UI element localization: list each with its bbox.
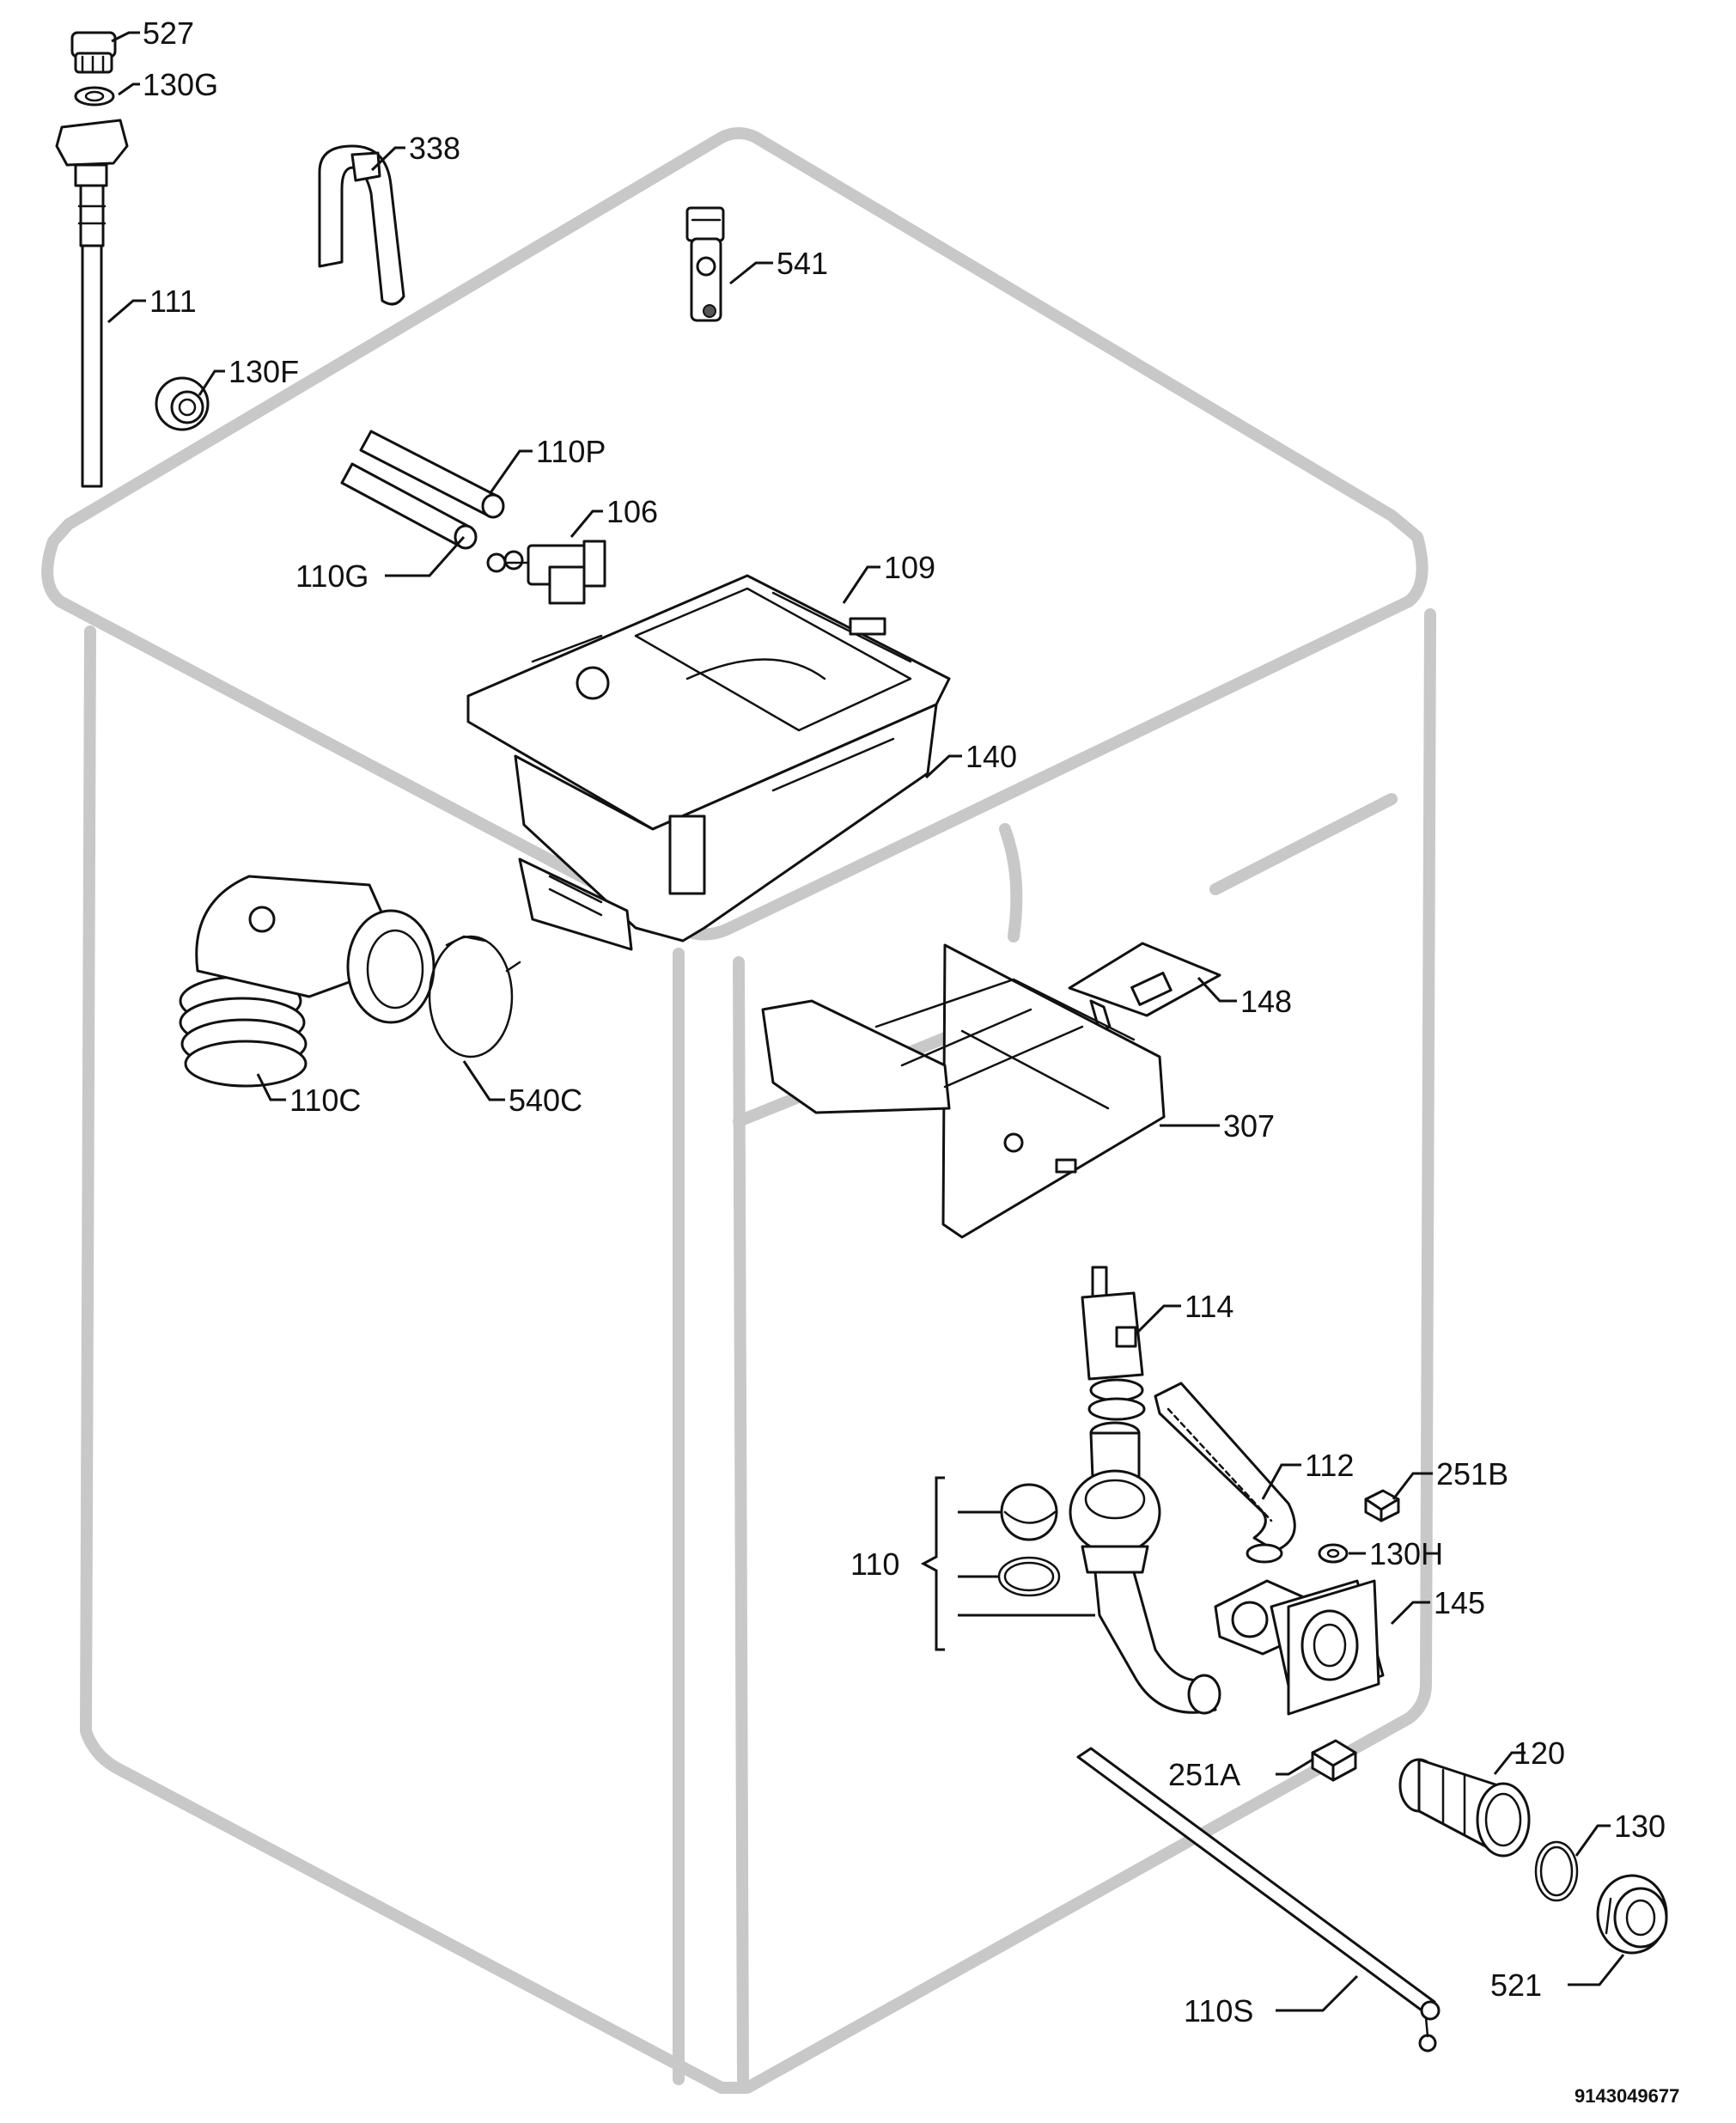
part-106-valve: [486, 540, 606, 605]
part-110C-bellows: [179, 875, 436, 1088]
part-120-filter: [1398, 1758, 1531, 1858]
part-338-hose-guide: [318, 144, 405, 306]
part-110-ball: [1000, 1483, 1058, 1541]
label-338: 338: [409, 131, 460, 166]
part-112-hose: [1154, 1382, 1296, 1564]
label-112: 112: [1305, 1448, 1354, 1483]
part-251B-clip: [1364, 1489, 1400, 1522]
label-130H: 130H: [1369, 1536, 1443, 1571]
label-114: 114: [1185, 1289, 1233, 1324]
label-130: 130: [1614, 1809, 1666, 1844]
label-110: 110: [850, 1546, 899, 1582]
label-110P: 110P: [536, 434, 606, 469]
document-number: 9143049677: [1575, 2085, 1679, 2107]
part-145-pump: [1214, 1579, 1385, 1716]
part-110P-hose: [359, 430, 505, 519]
label-110S: 110S: [1184, 1993, 1253, 2028]
part-251A-clip: [1311, 1739, 1357, 1782]
label-148: 148: [1240, 984, 1292, 1019]
part-307-drawer: [761, 943, 1166, 1239]
label-130G: 130G: [143, 67, 218, 102]
label-540C: 540C: [509, 1083, 582, 1118]
part-130G-seal: [74, 86, 115, 107]
part-527-connector: [70, 31, 117, 74]
label-111: 111: [149, 284, 197, 319]
label-251A: 251A: [1168, 1757, 1240, 1792]
label-145: 145: [1434, 1585, 1485, 1620]
label-307: 307: [1223, 1108, 1275, 1144]
part-140-dispenser-housing: [514, 703, 938, 951]
label-541: 541: [777, 246, 828, 281]
label-130F: 130F: [228, 354, 299, 389]
label-110C: 110C: [289, 1083, 361, 1118]
part-130F-nut: [155, 376, 210, 431]
label-521: 521: [1490, 1967, 1542, 2003]
part-111-inlet-hose: [55, 119, 129, 488]
leader-lines: [107, 31, 1625, 2012]
part-521-knob: [1596, 1874, 1668, 1955]
label-106: 106: [606, 494, 658, 529]
label-120: 120: [1514, 1736, 1565, 1771]
part-540C-clamp: [428, 935, 521, 1058]
label-527: 527: [143, 15, 194, 51]
label-251B: 251B: [1436, 1456, 1508, 1492]
label-140: 140: [965, 739, 1017, 774]
part-110-ring: [997, 1556, 1061, 1597]
part-110S-rod: [1076, 1747, 1441, 2053]
part-114-chamber: [1081, 1266, 1146, 1421]
part-130H-nut: [1318, 1543, 1349, 1564]
label-110G: 110G: [295, 558, 369, 594]
part-110G-hose: [340, 462, 478, 550]
part-110-sump: [1069, 1421, 1221, 1715]
part-541-clip: [685, 206, 725, 322]
label-109: 109: [884, 550, 935, 585]
part-130-ring: [1534, 1840, 1579, 1902]
